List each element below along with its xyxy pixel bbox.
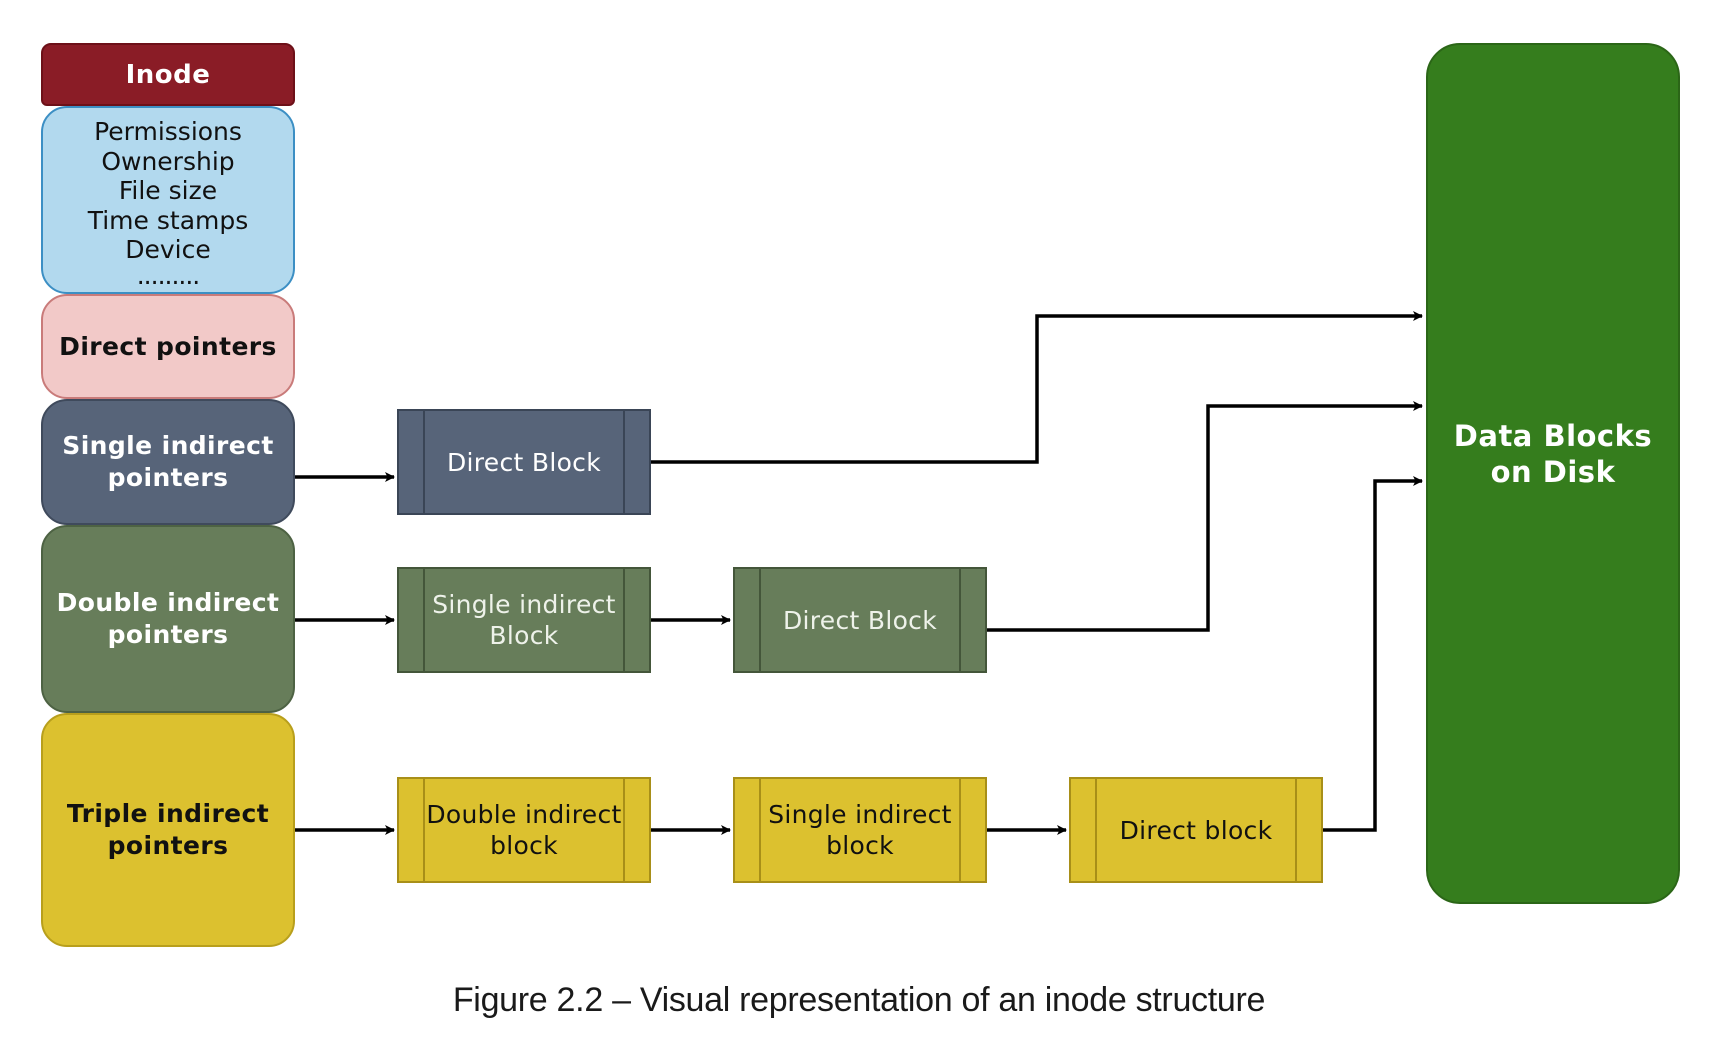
block-divider [623,779,625,881]
double-indirect-pointers-label: Double indirect pointers [56,588,280,649]
triple-row-single-indirect-block: Single indirect block [733,777,987,883]
figure-caption: Figure 2.2 – Visual representation of an… [0,975,1718,1025]
direct-pointers: Direct pointers [41,294,295,399]
direct-pointers-label: Direct pointers [59,331,277,361]
block-divider [423,779,425,881]
triple-row-single-indirect-block-label: Single indirect block [768,800,952,860]
inode-title-label: Inode [125,59,211,90]
double-row-single-indirect-block-label: Single indirect Block [432,590,616,650]
block-divider [759,569,761,671]
metadata-time-stamps: Time stamps [87,205,249,235]
figure-caption-text: Figure 2.2 – Visual representation of an… [452,980,1266,1019]
single-indirect-pointers: Single indirect pointers [41,399,295,525]
block-divider [623,569,625,671]
triple-row-direct-block: Direct block [1069,777,1323,883]
block-divider [959,569,961,671]
data-blocks-on-disk: Data Blocks on Disk [1426,43,1680,904]
arrow-single-direct-to-disk [651,311,1423,464]
double-row-single-indirect-block: Single indirect Block [397,567,651,673]
single-row-direct-block-label: Direct Block [446,447,601,477]
block-divider [959,779,961,881]
inode-title: Inode [41,43,295,106]
double-row-direct-block-label: Direct Block [782,605,937,635]
triple-indirect-pointers-label: Triple indirect pointers [66,799,270,860]
single-indirect-pointers-label: Single indirect pointers [62,431,274,492]
triple-row-direct-block-label: Direct block [1119,815,1273,845]
arrow-triple-direct-to-disk [1323,476,1423,832]
metadata-permissions: Permissions [94,117,242,147]
metadata-device: Device [125,235,211,265]
block-divider [423,411,425,513]
metadata-ownership: Ownership [101,146,235,176]
metadata-file-size: File size [118,176,218,206]
metadata-ellipsis: ......... [136,260,201,290]
triple-row-double-indirect-block: Double indirect block [397,777,651,883]
double-indirect-pointers: Double indirect pointers [41,525,295,713]
inode-metadata: Permissions Ownership File size Time sta… [41,106,295,294]
arrow-double-direct-to-disk [987,401,1423,632]
double-row-direct-block: Direct Block [733,567,987,673]
data-blocks-on-disk-label: Data Blocks on Disk [1453,418,1653,489]
triple-indirect-pointers: Triple indirect pointers [41,713,295,947]
block-divider [423,569,425,671]
triple-row-double-indirect-block-label: Double indirect block [426,800,622,860]
single-row-direct-block: Direct Block [397,409,651,515]
block-divider [1295,779,1297,881]
block-divider [1095,779,1097,881]
block-divider [759,779,761,881]
block-divider [623,411,625,513]
